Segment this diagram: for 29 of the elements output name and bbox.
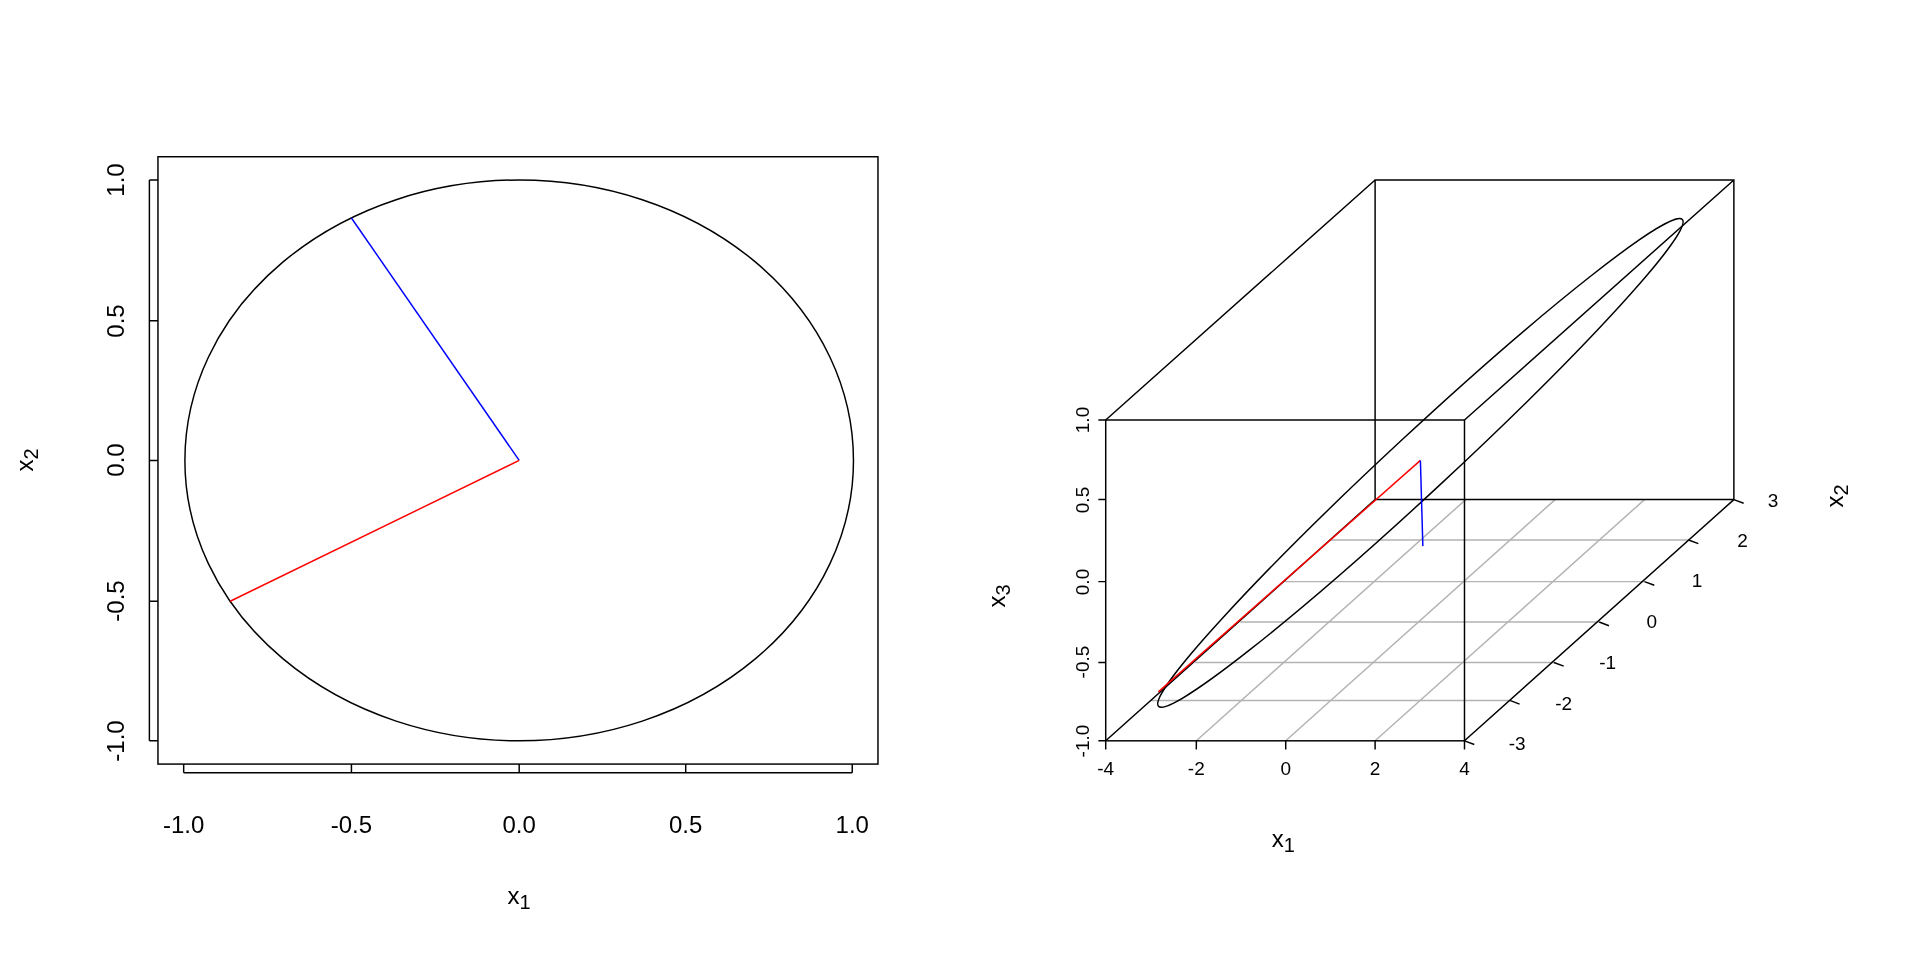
tick-label: 3 [1767,490,1779,510]
axis-label: x$_{1}$ [1271,826,1295,856]
tick-label: 1.0 [104,163,129,197]
tick-label: 1.0 [1072,406,1092,434]
tick-label: 0 [1646,611,1658,631]
tick-label: -2 [1555,693,1573,713]
tick-label: 0.0 [502,813,536,838]
tick-label: -1 [1599,652,1617,672]
tick-label: 0 [1280,758,1291,778]
tick-label: 0.0 [1072,568,1092,595]
tick-label: -1.0 [163,813,205,838]
tick-label: -0.5 [104,580,129,622]
tick-label: 1.0 [835,813,869,838]
tick-label: 0.5 [669,813,703,838]
tick-label: 2 [1737,530,1748,550]
axis-label: x$_{1}$ [507,883,531,912]
tick-label: 0.5 [1072,486,1092,513]
tick-label: -1.0 [1072,724,1092,758]
tick-label: 4 [1459,758,1470,778]
tick-label: -0.5 [330,813,373,838]
tick-label: -2 [1187,758,1205,778]
tick-label: -0.5 [1072,646,1092,679]
tick-label: -3 [1508,733,1526,753]
tick-label: 2 [1369,758,1381,778]
tick-label: -4 [1097,758,1115,778]
tick-label: 0.5 [104,304,129,338]
tick-label: 0.0 [104,443,129,478]
tick-label: 1 [1691,570,1703,590]
tick-label: -1.0 [104,720,129,762]
